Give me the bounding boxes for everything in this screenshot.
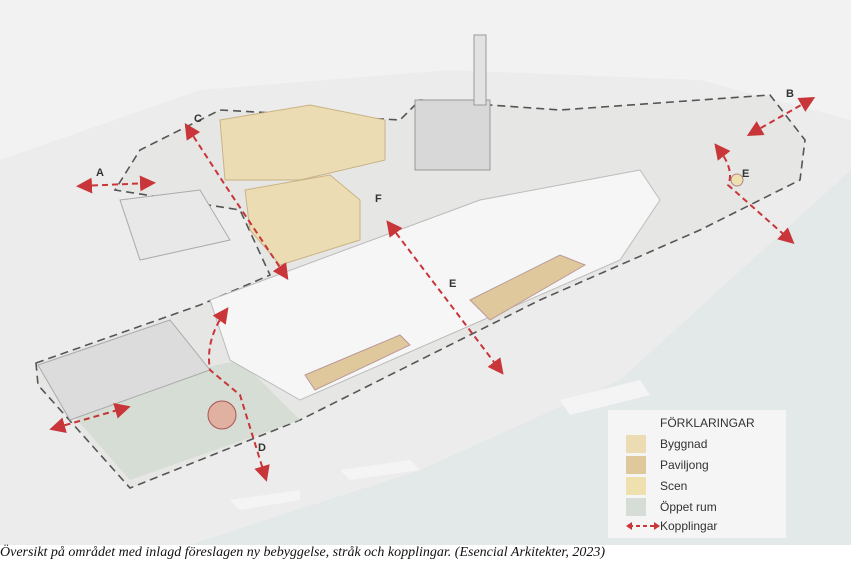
legend-item-byggnad: Byggnad: [626, 434, 707, 454]
legend-item-paviljong: Paviljong: [626, 455, 709, 475]
dashed-arrow-icon: [626, 522, 660, 530]
arrow-west: [49, 403, 131, 433]
power-plant-building: [414, 99, 491, 171]
legend-label: Öppet rum: [660, 500, 717, 514]
label-c: C: [194, 113, 202, 125]
arrow-c: [184, 122, 289, 280]
legend-swatch: [626, 456, 646, 474]
legend-item-scen: Scen: [626, 476, 687, 496]
piers: [230, 380, 650, 510]
arrow-e-mid: [386, 220, 504, 375]
site-overview-map: A B C D E E F: [0, 0, 851, 545]
legend-label: Byggnad: [660, 437, 708, 451]
arrow-b: [746, 97, 816, 136]
legend-label: Scen: [660, 479, 688, 493]
forest-area: [0, 0, 851, 160]
legend-swatch: [626, 435, 646, 453]
label-f: F: [375, 193, 382, 205]
label-e-mid: E: [449, 278, 456, 290]
arrow-a: [76, 175, 156, 194]
arrow-d: [208, 307, 270, 482]
legend-title: FÖRKLARINGAR: [660, 416, 755, 430]
label-a: A: [96, 167, 104, 179]
legend-label: Paviljong: [660, 458, 709, 472]
chimney: [473, 34, 487, 106]
legend-item-oppet-rum: Öppet rum: [626, 497, 717, 517]
label-b: B: [786, 88, 794, 100]
legend-item-kopplingar: Kopplingar: [626, 516, 717, 536]
label-e-east: E: [742, 168, 749, 180]
legend-label: Kopplingar: [660, 519, 718, 533]
legend-swatch: [626, 477, 646, 495]
arrow-e-east: [714, 143, 795, 244]
figure-caption: Översikt på området med inlagd föreslage…: [0, 545, 605, 560]
legend-swatch: [626, 498, 646, 516]
label-d: D: [258, 442, 266, 454]
connection-arrows: [49, 97, 816, 482]
legend: FÖRKLARINGAR Byggnad Paviljong Scen Öppe…: [608, 410, 786, 538]
stage: [207, 400, 237, 430]
